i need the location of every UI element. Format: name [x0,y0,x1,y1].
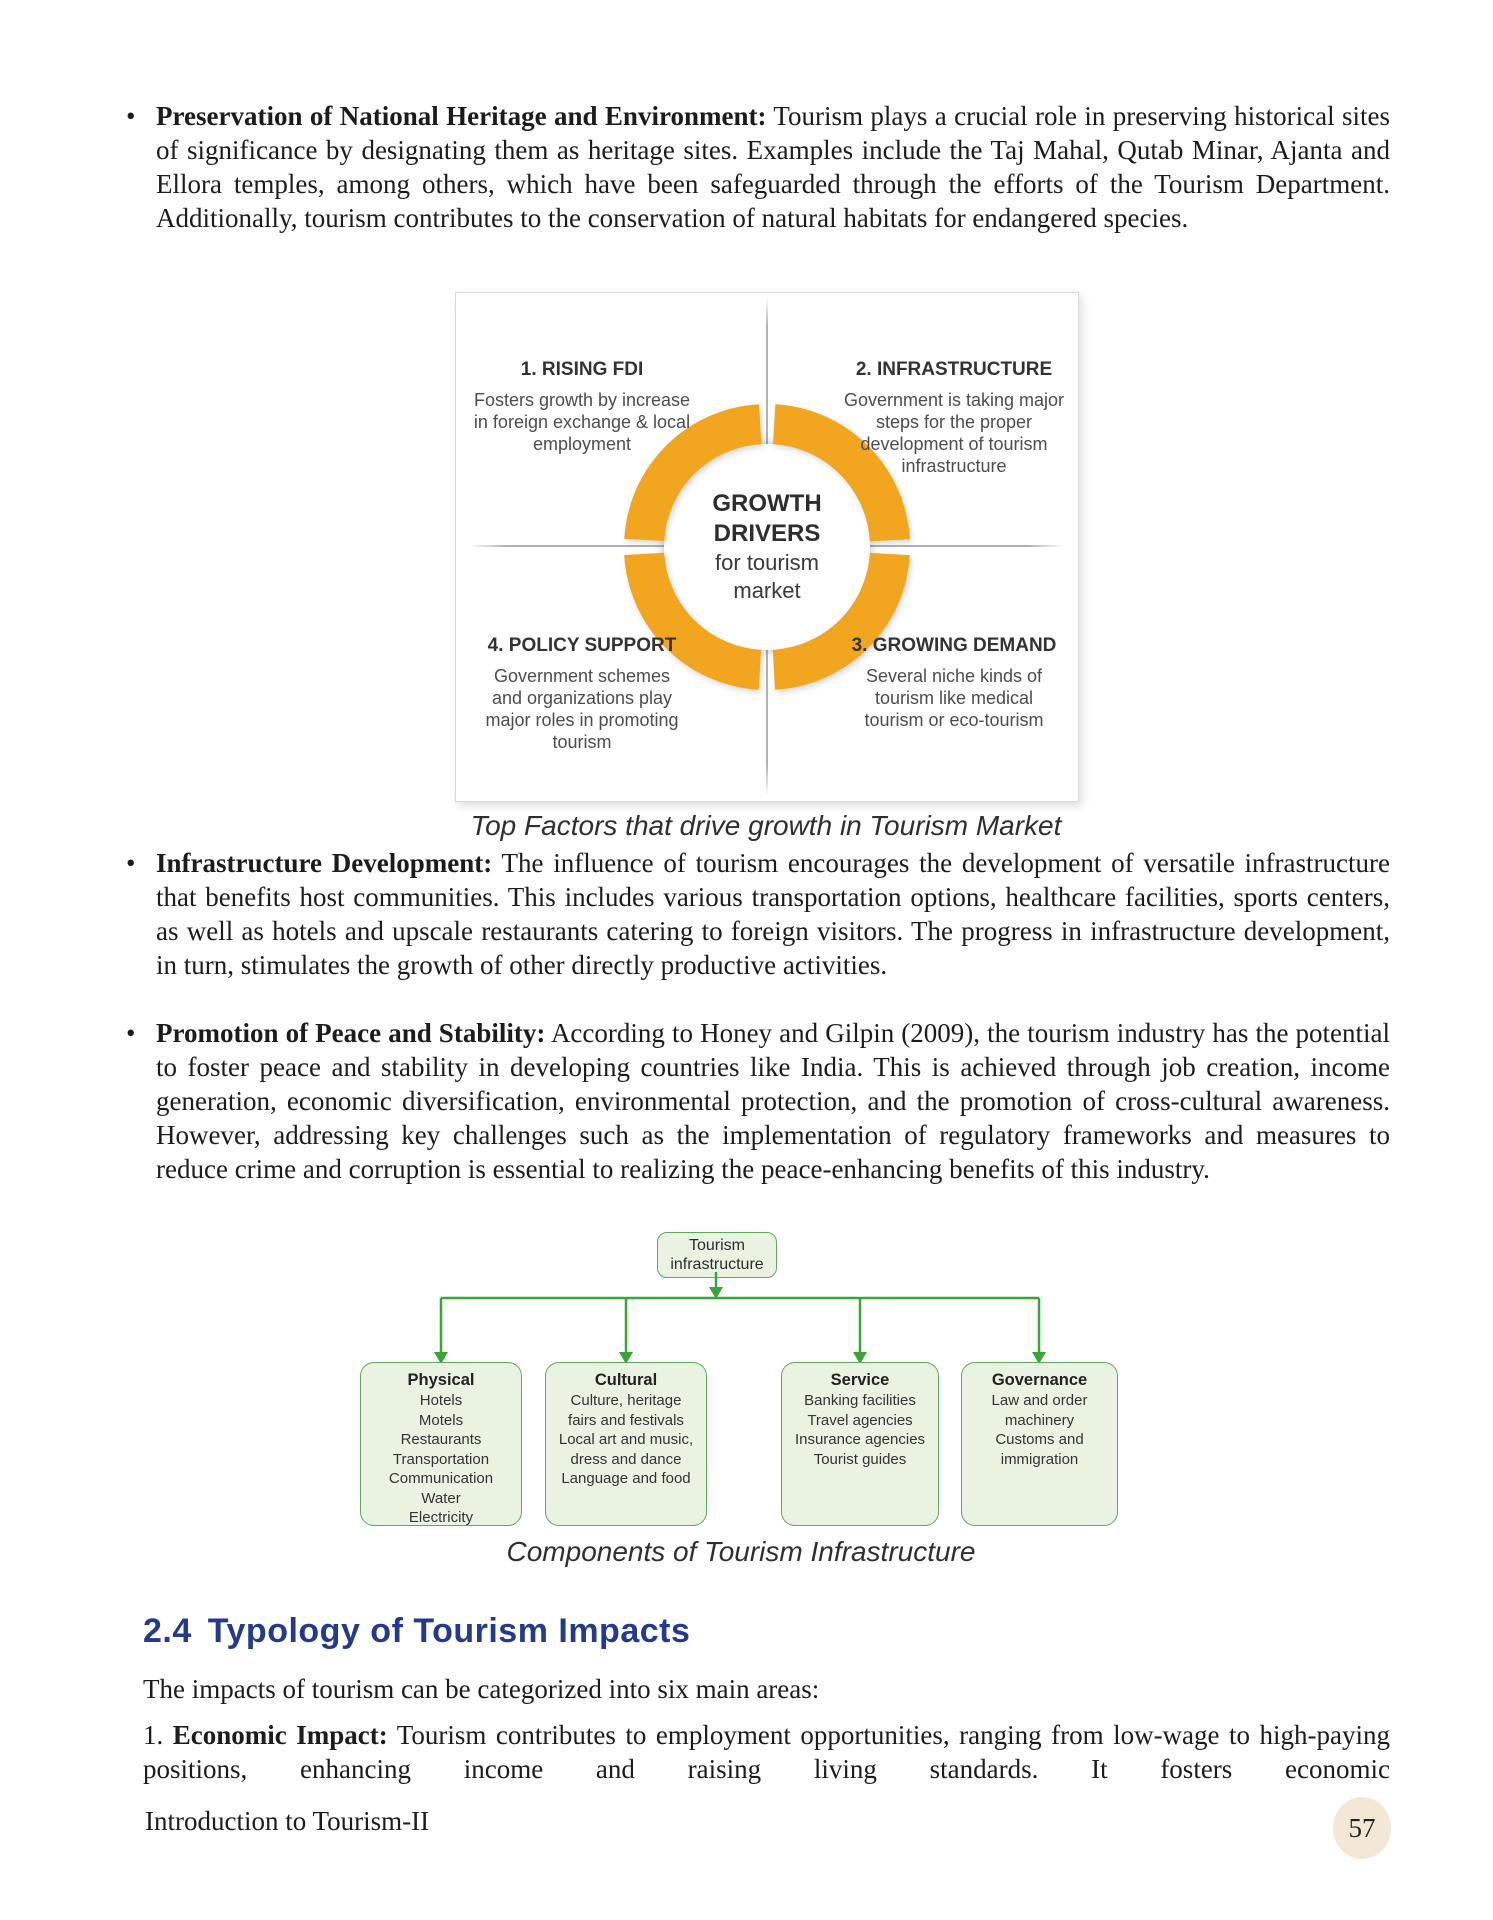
quadrant-line: Government schemes [493,666,671,686]
quadrant-line: Fosters growth by increase [473,390,691,410]
quadrant-title: 1. RISING FDI [520,359,644,380]
flowchart-caption: Components of Tourism Infrastructure [506,1536,976,1567]
quadrant-title: 4. POLICY SUPPORT [487,635,677,656]
growth-drivers-diagram: GROWTH DRIVERS for tourism market 1. RIS… [455,292,1079,802]
quadrant-infrastructure: 2. INFRASTRUCTURE Government is taking m… [831,359,1077,477]
bullet-paragraph-peace: • Promotion of Peace and Stability: Accor… [126,1016,1391,1186]
flowchart-box-title: Cultural [594,1371,658,1389]
flowchart-item: Electricity [408,1509,474,1526]
center-line: GROWTH [712,490,822,517]
paragraph-text: Tourism plays a crucial role in preservi… [156,101,1391,233]
center-line: market [733,578,801,603]
flowchart-item: Banking facilities [804,1392,916,1409]
quadrant-growing-demand: 3. GROWING DEMAND Several niche kinds of… [831,635,1077,731]
flowchart-item: immigration [1000,1450,1079,1468]
paragraph-text: The influence of tourism encourages the … [156,848,1390,980]
item-number: 1. [143,1720,164,1750]
quadrant-line: employment [532,434,632,454]
flowchart-item: Customs and [995,1431,1084,1448]
flowchart-box-cultural: Cultural Culture, heritage fairs and fest… [545,1362,707,1526]
bullet-glyph: • [126,101,136,131]
flowchart-item: Tourist guides [813,1450,907,1468]
quadrant-line: in foreign exchange & local [473,412,691,432]
flowchart-item: fairs and festivals [568,1411,684,1429]
center-line: for tourism [715,550,819,575]
flowchart-box-title: Physical [407,1371,475,1389]
section-number: 2.4 [143,1612,192,1650]
quadrant-line: major roles in promoting [485,710,679,730]
flowchart-item: Motels [418,1411,464,1429]
quadrant-line: steps for the proper [875,412,1033,432]
flowchart-root-box: Tourism infrastructure [657,1232,777,1278]
flowchart-item: machinery [1004,1411,1075,1429]
section-heading: 2.4 Typology of Tourism Impacts [143,1612,690,1651]
growth-diagram-caption: Top Factors that drive growth in Tourism… [470,810,1062,841]
bullet-paragraph-infrastructure: • Infrastructure Development: The influen… [126,846,1390,982]
quadrant-line: Several niche kinds of [865,666,1043,686]
flowchart-item: Insurance agencies [794,1431,926,1448]
flowchart-item: dress and dance [570,1450,682,1468]
flowchart-item: Travel agencies [807,1411,913,1429]
quadrant-title: 2. INFRASTRUCTURE [855,359,1053,380]
bullet-glyph: • [126,848,136,878]
bullet-paragraph-preservation: • Preservation of National Heritage and E… [126,99,1391,235]
section-title: Typology of Tourism Impacts [207,1612,691,1650]
flowchart-item: Transportation [392,1450,490,1468]
center-line: DRIVERS [713,520,821,547]
quadrant-line: infrastructure [901,456,1007,476]
flowchart-item: Water [421,1489,461,1507]
quadrant-line: tourism like medical [874,688,1034,708]
ring-center-label: GROWTH DRIVERS for tourism market [664,444,870,650]
flowchart-item: Language and food [561,1470,691,1487]
paragraph-text: According to Honey and Gilpin (2009), th… [156,1018,1391,1184]
quadrant-line: and organizations play [491,688,673,708]
quadrant-line: tourism or eco-tourism [864,710,1044,730]
flowchart-box-title: Service [830,1371,890,1389]
bullet-glyph: • [126,1018,136,1048]
quadrant-line: tourism [552,732,612,752]
flowchart-box-title: Governance [991,1371,1088,1389]
page-number-badge: 57 [1333,1797,1391,1859]
paragraph-lead: Infrastructure Development: [156,848,493,878]
paragraph-lead: Promotion of Peace and Stability: [156,1018,546,1048]
footer-book-title: Introduction to Tourism-II [145,1806,430,1836]
flowchart-item: Culture, heritage [570,1392,682,1409]
quadrant-line: Government is taking major [843,390,1065,410]
root-line: infrastructure [670,1256,764,1273]
item-lead: Economic Impact: [172,1720,388,1750]
page-number: 57 [1348,1812,1376,1843]
flowchart-item: Local art and music, [558,1431,694,1448]
paragraph-lead: Preservation of National Heritage and En… [156,101,767,131]
flowchart-item: Communication [388,1470,494,1487]
orange-ring [624,404,910,690]
numbered-item-economic-impact: 1. Economic Impact: Tourism contributes … [143,1718,1390,1786]
flowchart-item: Law and order [991,1392,1088,1409]
quadrant-line: development of tourism [860,434,1048,454]
root-line: Tourism [688,1237,745,1254]
flowchart-connector-arrows [434,1272,1046,1364]
flowchart-item: Hotels [419,1392,463,1409]
ring-center-circle [664,444,870,650]
quadrant-title: 3. GROWING DEMAND [851,635,1057,656]
item-text: Tourism contributes to employment opport… [143,1720,1391,1784]
quadrant-rising-fdi: 1. RISING FDI Fosters growth by increase… [457,359,707,455]
flowchart-item: Restaurants [400,1431,482,1448]
section-intro: The impacts of tourism can be categorize… [143,1674,820,1704]
